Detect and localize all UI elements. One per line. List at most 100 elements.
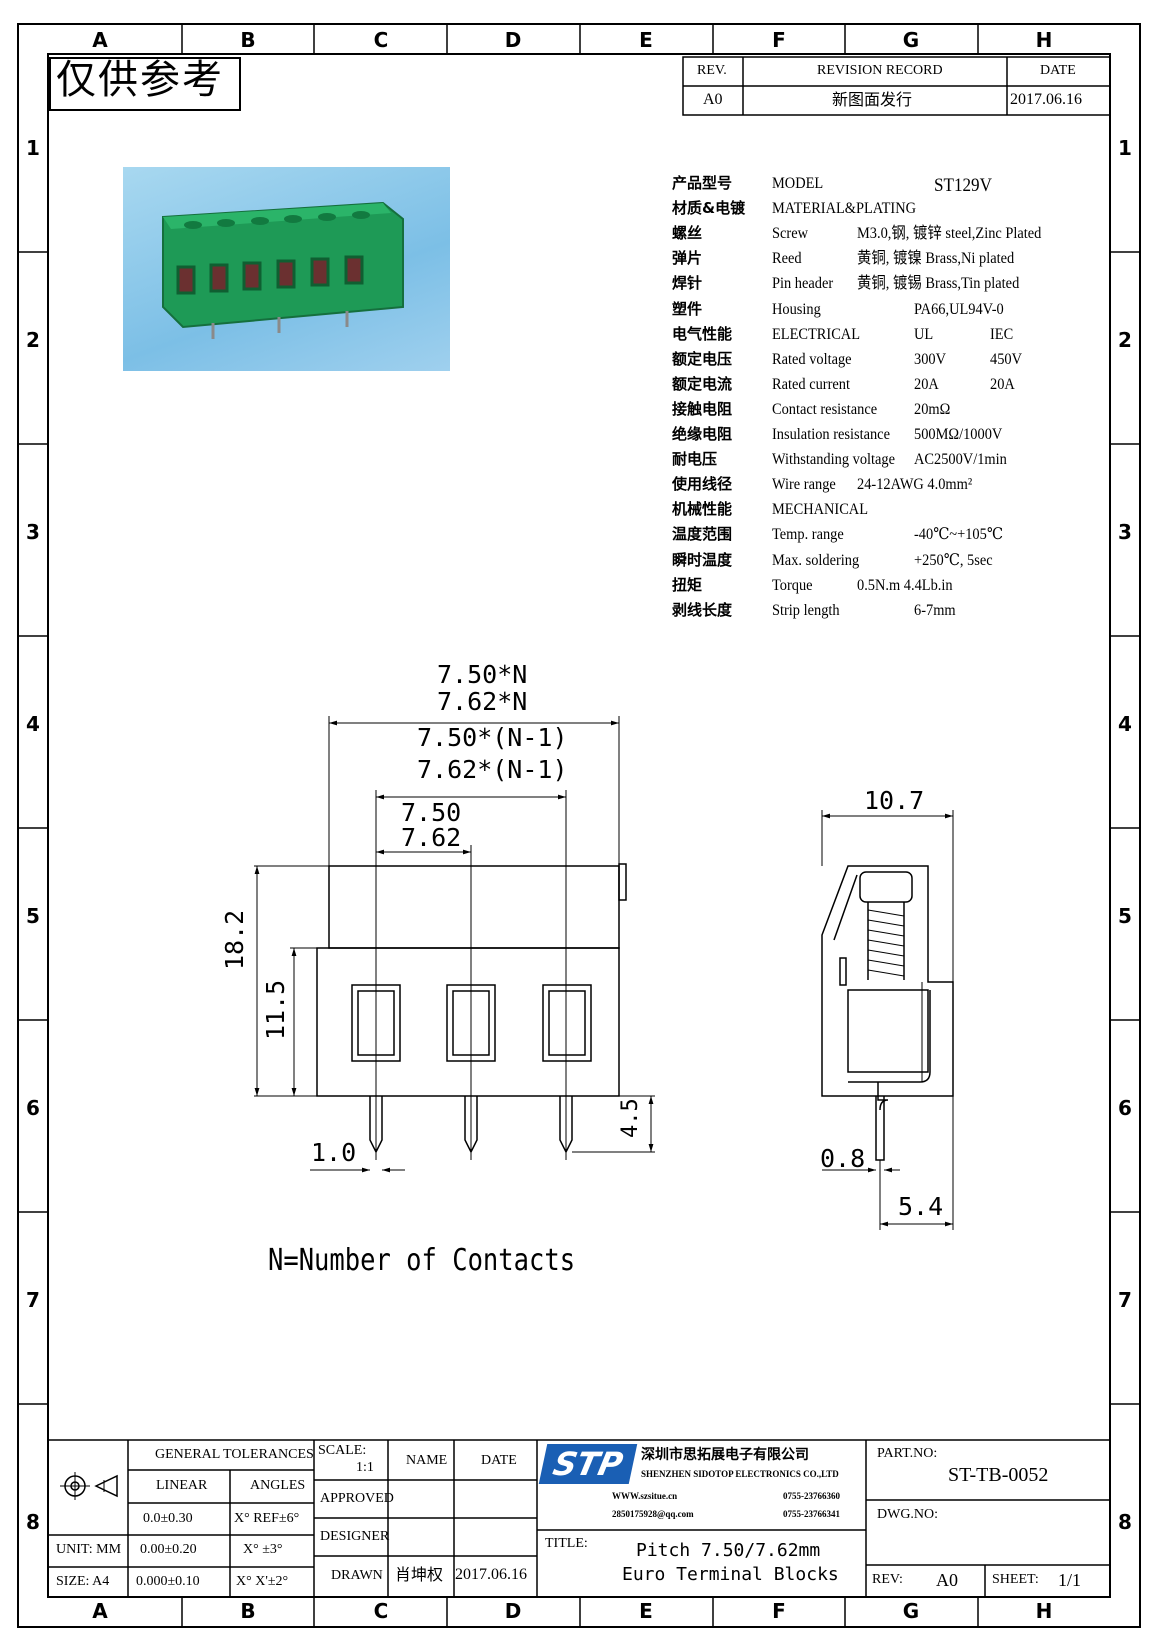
spec-label-cn: 弹片 — [672, 249, 703, 268]
col-label-c-bottom: C — [373, 1599, 389, 1623]
angles-label: ANGLES — [250, 1478, 306, 1493]
title-block-lines — [48, 1439, 1110, 1597]
spec-label-en: MATERIAL&PLATING — [772, 200, 916, 218]
row-label-1-right: 1 — [1118, 136, 1132, 160]
col-label-a: A — [92, 28, 108, 52]
spec-label-en: Housing — [772, 300, 821, 318]
terminal-block-photo-icon — [162, 201, 404, 339]
spec-label-en: Temp. range — [772, 526, 844, 544]
col-label-f-bottom: F — [772, 1599, 786, 1623]
spec-value: 6-7mm — [914, 601, 956, 619]
spec-label-cn: 瞬时温度 — [672, 550, 733, 569]
spec-label-cn: 剥线长度 — [672, 600, 733, 619]
col-label-d-bottom: D — [504, 1599, 522, 1623]
revision-row-rev: A0 — [703, 91, 723, 108]
drawn-label: DRAWN — [331, 1568, 383, 1583]
company-fax: 0755-23766341 — [783, 1509, 840, 1519]
sheet-label: SHEET: — [992, 1572, 1039, 1587]
spec-value: 20mΩ — [914, 400, 951, 418]
side-view — [821, 865, 954, 1161]
dim-pitch-b: 7.62 — [401, 823, 462, 852]
spec-label-cn: 产品型号 — [672, 174, 733, 192]
title-line-1: Pitch 7.50/7.62mm — [636, 1540, 821, 1561]
spec-value: M3.0,钢, 镀锌 steel,Zinc Plated — [857, 225, 1042, 243]
spec-value: +250℃, 5sec — [914, 551, 993, 569]
tolerance-angle-3: X° X'±2° — [236, 1574, 289, 1589]
dim-pitch-a: 7.50 — [401, 798, 462, 827]
contacts-note: N=Number of Contacts — [268, 1243, 576, 1278]
row-label-4: 4 — [26, 712, 40, 736]
company-name-cn: 深圳市思拓展电子有限公司 — [641, 1447, 809, 1463]
row-label-7: 7 — [26, 1288, 40, 1312]
company-email: 2850175928@qq.com — [612, 1509, 694, 1519]
col-label-g: G — [902, 28, 920, 52]
spec-value-iec: 450V — [990, 350, 1023, 368]
company-logo: STP — [538, 1444, 638, 1484]
dim-pin-length: 4.5 — [618, 1098, 643, 1138]
row-label-6: 6 — [26, 1096, 40, 1120]
spec-label-en: Contact resistance — [772, 400, 878, 418]
spec-label-en: Rated voltage — [772, 350, 852, 368]
spec-label-cn: 电气性能 — [672, 324, 733, 343]
revision-header-rev: REV. — [697, 63, 727, 78]
designer-label: DESIGNER — [320, 1529, 390, 1544]
col-label-f: F — [772, 28, 786, 52]
drawn-name: 肖坤权 — [395, 1565, 444, 1584]
spec-value: UL — [914, 325, 934, 343]
spec-label-en: Wire range — [772, 476, 836, 494]
dim-side-offset: 5.4 — [898, 1192, 944, 1221]
spec-label-cn: 焊针 — [672, 274, 703, 293]
dim-side-pin: 0.8 — [820, 1144, 866, 1173]
spec-value-iec: 20A — [990, 375, 1015, 393]
col-label-b-bottom: B — [240, 1599, 256, 1623]
revision-header-date: DATE — [1040, 63, 1076, 78]
col-label-h: H — [1035, 28, 1053, 52]
row-label-3: 3 — [26, 520, 40, 544]
tolerance-angle-1: X° REF±6° — [234, 1511, 300, 1526]
row-label-8-right: 8 — [1118, 1510, 1132, 1534]
spec-label-en: MODEL — [772, 175, 824, 192]
company-website: WWW.szsitue.cn — [612, 1491, 678, 1501]
spec-value: 20A — [914, 375, 939, 393]
col-label-e-bottom: E — [639, 1599, 653, 1623]
row-label-5-right: 5 — [1118, 904, 1132, 928]
revision-header-record: REVISION RECORD — [817, 63, 943, 78]
row-label-2: 2 — [26, 328, 40, 352]
sheet-value: 1/1 — [1058, 1570, 1082, 1590]
spec-value: -40℃~+105℃ — [914, 526, 1003, 544]
spec-label-cn: 扭矩 — [672, 575, 703, 594]
spec-value: 黄铜, 镀锡 Brass,Tin plated — [857, 275, 1020, 293]
front-view — [254, 716, 655, 1160]
date-label: DATE — [481, 1453, 517, 1468]
spec-label-en: Withstanding voltage — [772, 451, 896, 469]
spec-label-en: Reed — [772, 250, 802, 268]
col-label-d: D — [504, 28, 522, 52]
tolerance-linear-2: 0.00±0.20 — [140, 1542, 197, 1557]
general-tolerances-label: GENERAL TOLERANCES — [155, 1447, 314, 1462]
tolerance-linear-1: 0.0±0.30 — [143, 1511, 193, 1526]
spec-label-en: Screw — [772, 225, 808, 243]
company-phone: 0755-23766360 — [783, 1491, 840, 1501]
rev-label: REV: — [872, 1572, 903, 1587]
spec-label-cn: 温度范围 — [672, 525, 733, 544]
spec-label-en: Torque — [772, 576, 813, 594]
dim-pin-width: 1.0 — [311, 1138, 357, 1167]
spec-value-iec: IEC — [990, 325, 1014, 343]
row-label-7-right: 7 — [1118, 1288, 1132, 1312]
col-label-e: E — [639, 28, 653, 52]
col-label-h-bottom: H — [1035, 1599, 1053, 1623]
unit-label: UNIT: MM — [56, 1542, 122, 1557]
spec-label-cn: 耐电压 — [672, 450, 718, 469]
tolerance-linear-3: 0.000±0.10 — [136, 1574, 200, 1589]
row-label-3-right: 3 — [1118, 520, 1132, 544]
spec-value: 0.5N.m 4.4Lb.in — [857, 576, 953, 594]
spec-label-en: Insulation resistance — [772, 426, 890, 443]
rev-value: A0 — [936, 1570, 958, 1590]
spec-label-en: ELECTRICAL — [772, 325, 860, 343]
dim-pitch-n1-a: 7.50*(N-1) — [417, 723, 568, 752]
spec-label-cn: 绝缘电阻 — [672, 425, 733, 443]
spec-label-en: Rated current — [772, 375, 850, 393]
col-label-b: B — [240, 28, 256, 52]
spec-label-en: Pin header — [772, 275, 834, 293]
spec-value: ST129V — [934, 175, 992, 196]
